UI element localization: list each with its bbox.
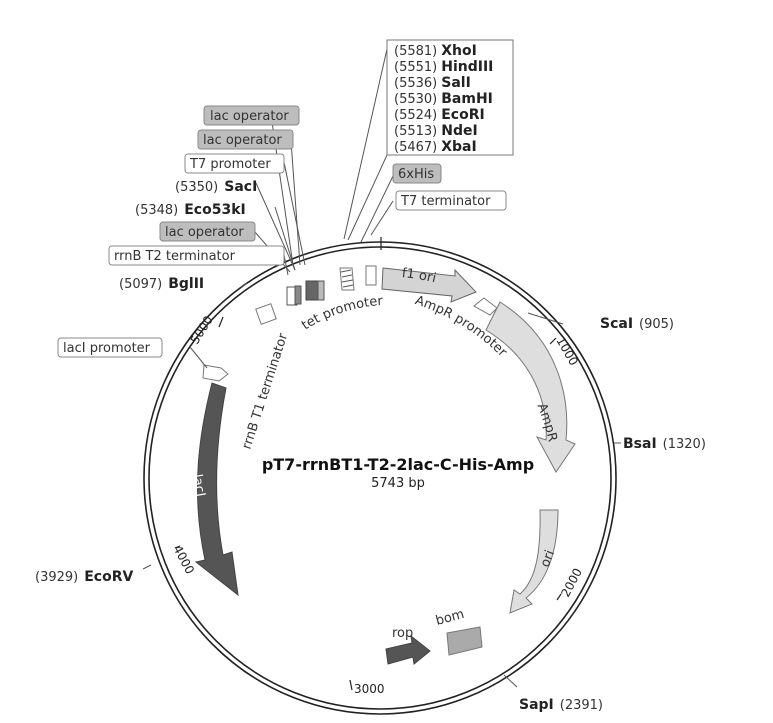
mcs-site-box <box>386 39 514 156</box>
mcs-site-pos: (5513) <box>394 124 437 139</box>
lac-operator-label-box-2 <box>197 129 294 150</box>
lac-operator-label-2: lac operator <box>203 133 282 148</box>
backbone-outer <box>143 241 617 715</box>
ori-label: ori <box>538 548 558 569</box>
svg-text:(5581)XhoI: (5581) XhoI <box>394 43 477 59</box>
tick-label-5000: 5000 <box>188 313 216 346</box>
t7-promoter-label-box <box>184 153 285 174</box>
rrnb-t1-terminator-label: rrnB T1 terminator <box>240 331 292 451</box>
site-bglii: (5097)BglII <box>119 276 204 292</box>
f1-ori-arrow <box>381 267 477 303</box>
rop-label: rop <box>392 626 413 641</box>
laci-label: lacI <box>189 473 208 498</box>
ori-arrow <box>509 509 559 614</box>
ampr-arrow <box>485 301 576 473</box>
svg-text:(5530)BamHI: (5530) BamHI <box>394 91 493 107</box>
t7-terminator-label: T7 terminator <box>400 194 491 209</box>
site-ecorv: (3929)EcoRV <box>35 569 133 585</box>
mcs-site-list: (5581) XhoI (5551) HindIII (5536) SalI (553… <box>394 43 493 155</box>
tick-label-2000: 2000 <box>558 566 585 600</box>
lac-operator-label-1: lac operator <box>210 109 289 124</box>
tick-label-1000: 1000 <box>553 335 580 368</box>
backbone-inner <box>148 246 612 710</box>
mcs-site-name: EcoRI <box>441 107 484 123</box>
mcs-site-pos: (5536) <box>394 76 437 91</box>
position-ticks <box>174 237 562 691</box>
laci-promoter-label: lacI promoter <box>63 341 151 356</box>
site-sapi: SapI(2391) <box>519 697 603 713</box>
t7-promoter-label: T7 promoter <box>189 157 271 172</box>
his-tag-label: 6xHis <box>398 167 434 182</box>
mcs-site-pos: (5524) <box>394 108 437 123</box>
mcs-site-name: SalI <box>441 75 471 91</box>
rrnb-t2-terminator-label: rrnB T2 terminator <box>114 249 236 264</box>
svg-text:(5524)EcoRI: (5524) EcoRI <box>394 107 485 123</box>
bom-box <box>446 626 483 656</box>
svg-text:(5551)HindIII: (5551) HindIII <box>394 59 493 75</box>
site-bsai: BsaI(1320) <box>623 436 706 452</box>
mcs-site-name: XhoI <box>441 43 477 59</box>
tick-label-4000: 4000 <box>170 543 197 577</box>
tick-label-3000: 3000 <box>354 682 385 696</box>
t7-terminator-label-box <box>395 190 507 211</box>
site-eco53ki: (5348)Eco53kI <box>135 202 246 218</box>
rop-arrow <box>385 634 431 665</box>
laci-arrow <box>194 382 239 597</box>
svg-text:(5536)SalI: (5536) SalI <box>394 75 471 91</box>
laci-promoter-label-box <box>57 337 163 358</box>
mcs-site-pos: (5581) <box>394 44 437 59</box>
mcs-site-name: XbaI <box>441 139 476 155</box>
svg-text:(5467)XbaI: (5467) XbaI <box>394 139 477 155</box>
lac-operator-box-2 <box>305 280 319 301</box>
lac-operator-label-3: lac operator <box>165 225 244 240</box>
mcs-site-pos: (5551) <box>394 60 437 75</box>
lac-operator-label-box-1 <box>203 105 300 126</box>
rrnb-t2-terminator-label-box <box>108 245 285 266</box>
t7-promoter-box <box>317 280 325 301</box>
mcs-site-name: BamHI <box>441 91 493 107</box>
f1-ori-label: f1 ori <box>401 266 437 286</box>
lac-operator-box-1 <box>294 285 302 305</box>
mcs-stripes <box>339 267 355 291</box>
site-saci: (5350)SacI <box>175 179 257 195</box>
laci-promoter-arrow <box>202 364 229 382</box>
lac-operator-label-box-3 <box>159 221 256 242</box>
ampr-promoter-arrow <box>473 297 498 316</box>
rrnb-t1-terminator-box <box>255 303 277 325</box>
his-tag-label-box <box>392 163 442 184</box>
mcs-site-pos: (5467) <box>394 140 437 155</box>
plasmid-name: pT7-rrnBT1-T2-2lac-C-His-Amp <box>262 455 534 474</box>
plasmid-size: 5743 bp <box>371 476 425 491</box>
site-scai: ScaI(905) <box>600 316 674 332</box>
mcs-site-name: NdeI <box>441 123 477 139</box>
mcs-site-pos: (5530) <box>394 92 437 107</box>
svg-text:(5513)NdeI: (5513) NdeI <box>394 123 478 139</box>
mcs-site-name: HindIII <box>441 59 493 75</box>
bom-label: bom <box>434 607 466 629</box>
his-tag-box <box>365 265 377 286</box>
